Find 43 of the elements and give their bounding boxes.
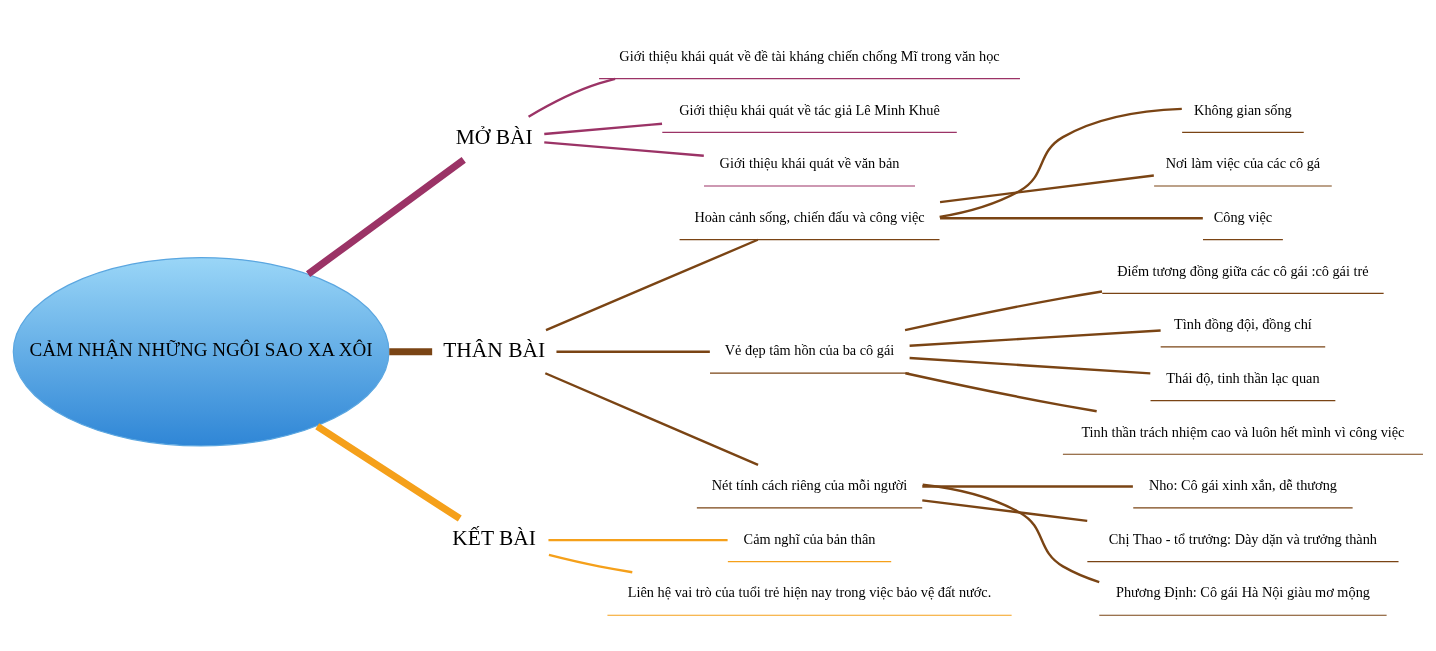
node-text: Nho: Cô gái xinh xắn, dễ thương — [1148, 477, 1337, 494]
node-text: Thái độ, tinh thần lạc quan — [1166, 369, 1320, 386]
connector — [909, 329, 1161, 347]
connector — [527, 77, 616, 118]
node-text: Nơi làm việc của các cô gá — [1165, 155, 1321, 172]
node-text: Tình đồng đội, đồng chí — [1174, 316, 1312, 333]
connector — [922, 499, 1088, 523]
node-text: Điểm tương đồng giữa các cô gái :cô gái trẻ — [1117, 262, 1369, 279]
node-ellipse: CẢM NHẬN NHỮNG NGÔI SAO XA XÔI — [12, 256, 390, 447]
node-text: Vẻ đẹp tâm hồn của ba cô gái — [724, 342, 895, 359]
node-text: Giới thiệu khái quát về tác giả Lê Minh Khuê — [679, 101, 940, 118]
node-text: Tinh thần trách nhiệm cao và luôn hết mình vì công việc — [1081, 423, 1405, 440]
node-text: Phương Định: Cô gái Hà Nội giàu mơ mộng — [1115, 584, 1370, 601]
connector — [389, 348, 433, 356]
connector — [315, 423, 462, 522]
node-text: KẾT BÀI — [452, 526, 536, 551]
node-text: Công việc — [1213, 208, 1273, 225]
connector — [544, 141, 704, 157]
node-text: Không gian sống — [1194, 101, 1292, 118]
connector — [545, 238, 759, 332]
node-text: Giới thiệu khái quát về văn bản — [719, 155, 900, 172]
connector — [922, 483, 1100, 584]
connector — [940, 217, 1203, 220]
connector — [939, 107, 1182, 219]
node-text: Nét tính cách riêng của mỗi người — [711, 477, 908, 494]
node-text: THÂN BÀI — [443, 337, 546, 362]
connector — [922, 485, 1133, 488]
connector — [909, 356, 1151, 375]
connector — [544, 372, 759, 466]
connector — [905, 372, 1097, 413]
connector — [544, 122, 663, 136]
node-text: Hoàn cảnh sống, chiến đấu và công việc — [694, 208, 925, 225]
connector — [305, 156, 466, 277]
connector — [548, 538, 728, 542]
node-text: Giới thiệu khái quát về đề tài kháng chiến chống Mĩ trong văn học — [619, 47, 1000, 64]
node-text: Chị Thao - tổ trưởng: Dày dặn và trưởng thành — [1108, 530, 1378, 547]
connector — [904, 290, 1103, 332]
connector — [548, 553, 633, 574]
node-text: Liên hệ vai trò của tuổi trẻ hiện nay trong việc bảo vệ đất nước. — [627, 584, 992, 601]
node-text: Cảm nghĩ của bản thân — [743, 530, 876, 547]
node-text: MỞ BÀI — [455, 124, 533, 149]
connector — [556, 350, 710, 353]
connector — [939, 174, 1154, 204]
